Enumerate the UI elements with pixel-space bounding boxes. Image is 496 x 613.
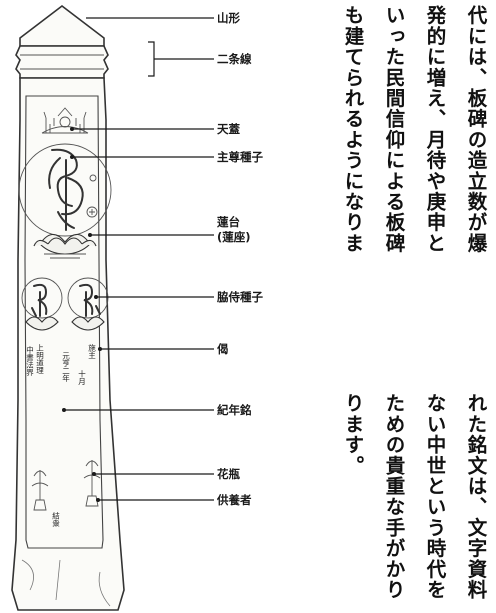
body-text-lower-col-2: ない中世という時代を: [423, 393, 446, 600]
inscription-verse-right: 施主: [87, 343, 96, 360]
flower-vases: [31, 460, 101, 511]
attendant-seed-syllables: [21, 277, 109, 331]
body-text-lower-col-1: れた銘文は、文字資料: [464, 393, 487, 600]
label-kabin: 花瓶: [217, 467, 240, 481]
label-kuyousha: 供養者: [217, 493, 252, 507]
label-kinenmei: 紀年銘: [217, 403, 252, 417]
label-shuson-shuji: 主尊種子: [217, 150, 263, 164]
leader-lines: [62, 17, 214, 502]
inscription-donors: 結衆: [51, 511, 60, 529]
body-text-lower-col-3: ための貴重な手がかり: [382, 393, 405, 600]
two-line-band: [15, 45, 109, 79]
label-ge: 偈: [217, 342, 229, 356]
inscription-verse-left: 上明道理: [35, 344, 44, 375]
canopy-carving: [41, 107, 89, 134]
label-nijousen: 二条線: [217, 52, 252, 66]
label-rendai: 蓮台: [217, 215, 240, 229]
main-seed-syllable: [18, 143, 112, 237]
label-yamagata: 山形: [217, 11, 240, 25]
label-rendai-sub: (蓮座): [217, 230, 251, 244]
inscription-date: 元亨二年: [61, 352, 70, 384]
inscription-month: 十月: [77, 369, 86, 387]
stone-main-panel: [11, 77, 125, 611]
body-text-upper-col-4: も建てられるようになりま: [341, 5, 364, 254]
stone-body: [19, 4, 105, 47]
lotus-pedestal: [33, 233, 97, 259]
label-tengai: 天蓋: [217, 122, 240, 136]
inscription-verse-left-2: 中書法界: [25, 345, 34, 378]
label-kyouji-shuji: 脇侍種子: [217, 290, 263, 304]
inscription-columns: 上明道理 中書法界 元亨二年 十月 施主: [25, 343, 96, 387]
body-text-upper-col-1: 代には、板碑の造立数が爆: [464, 5, 487, 254]
body-text-lower-col-4: ります。: [341, 393, 364, 476]
body-text-upper-col-2: 発的に増え、月待や庚申と: [423, 5, 446, 254]
body-text-upper-col-3: いった民間信仰による板碑: [382, 5, 405, 254]
